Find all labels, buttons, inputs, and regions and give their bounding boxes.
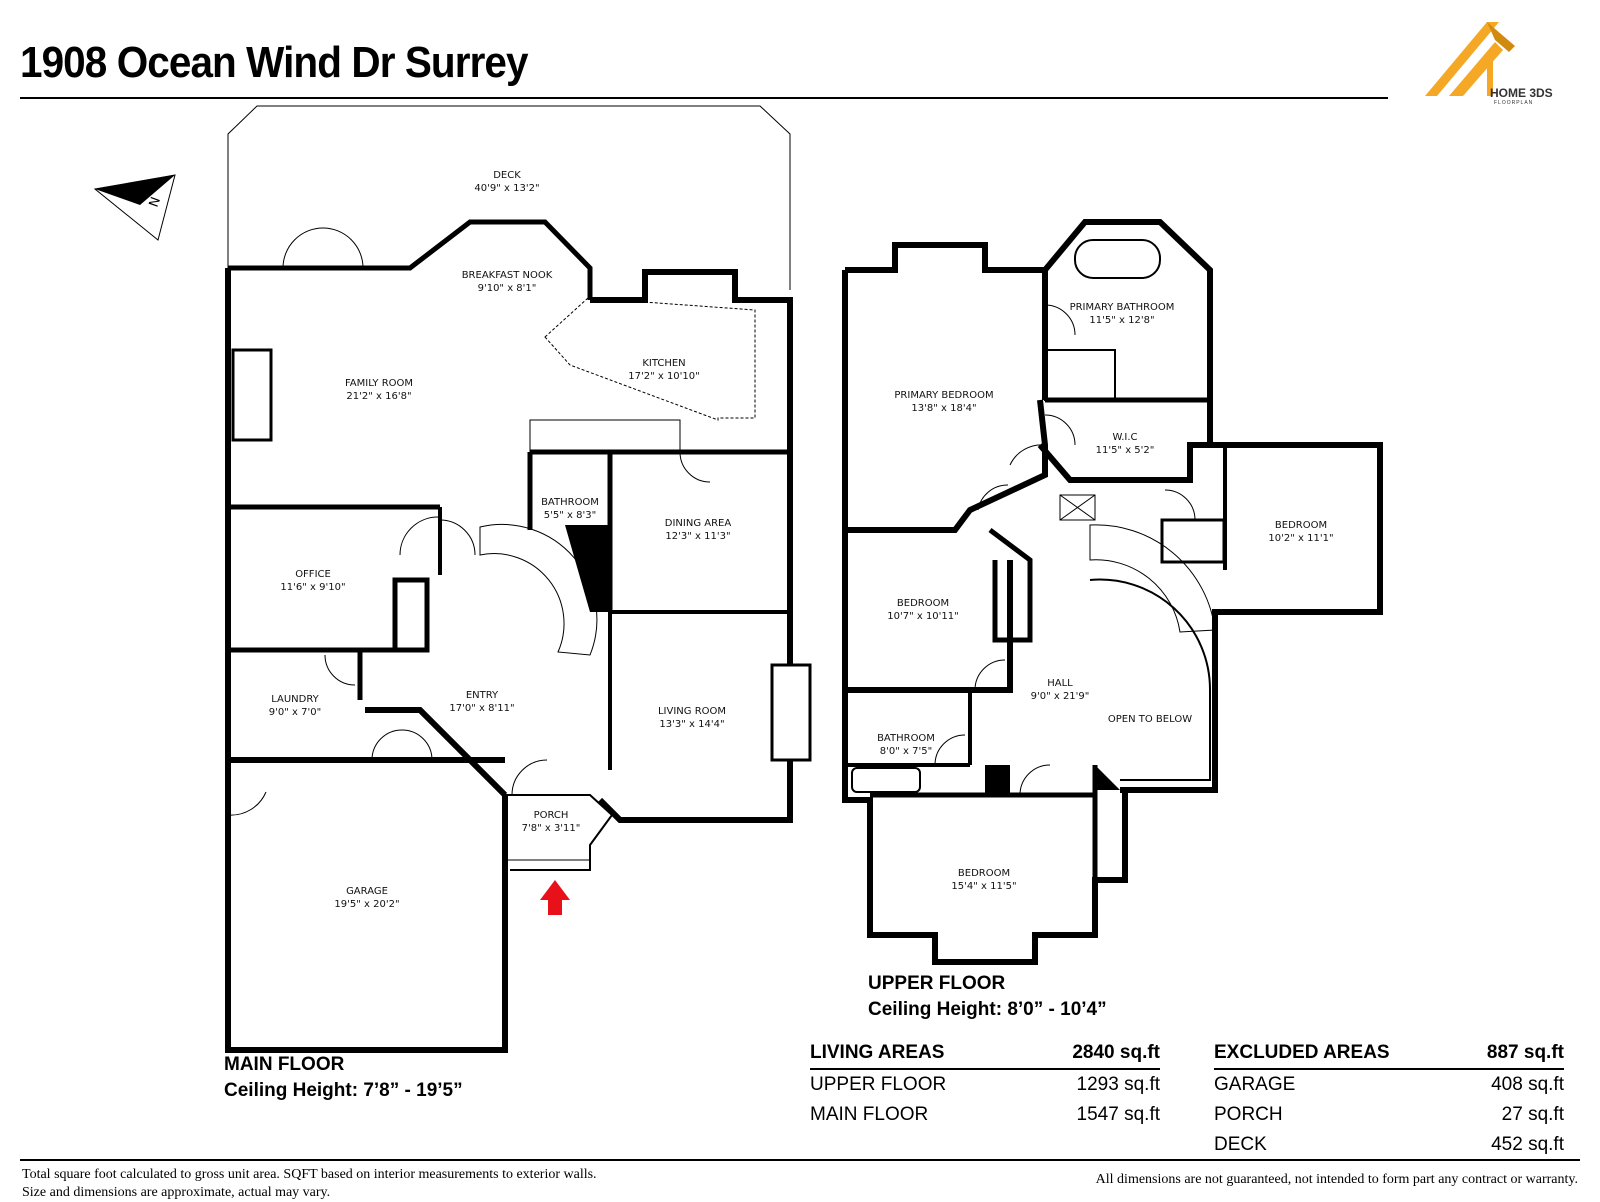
room-name: HALL xyxy=(1047,678,1073,689)
room-name: LIVING ROOM xyxy=(658,706,726,717)
room-dims: 12'3" x 11'3" xyxy=(665,531,730,542)
room-dims: 9'10" x 8'1" xyxy=(478,283,537,294)
excluded-areas-table: EXCLUDED AREAS 887 sq.ft GARAGE 408 sq.f… xyxy=(1214,1038,1564,1160)
upper-floor-room-labels: PRIMARY BATHROOM 11'5" x 12'8" PRIMARY B… xyxy=(877,302,1334,892)
room-name: LAUNDRY xyxy=(271,694,319,705)
room-name: ENTRY xyxy=(466,690,499,701)
table-row: GARAGE 408 sq.ft xyxy=(1214,1070,1564,1100)
page-title: 1908 Ocean Wind Dr Surrey xyxy=(20,38,529,87)
room-name: FAMILY ROOM xyxy=(345,378,413,389)
main-floor-ceiling: Ceiling Height: 7’8” - 19’5” xyxy=(224,1080,463,1101)
main-floor-room-labels: DECK 40'9" x 13'2" BREAKFAST NOOK 9'10" … xyxy=(269,170,732,910)
room-dims: 11'5" x 5'2" xyxy=(1096,445,1155,456)
table-header-label: LIVING AREAS xyxy=(810,1042,945,1063)
table-header-row: EXCLUDED AREAS 887 sq.ft xyxy=(1214,1038,1564,1070)
room-name: PRIMARY BATHROOM xyxy=(1070,302,1175,313)
room-dims: 8'0" x 7'5" xyxy=(880,746,932,757)
room-name: OPEN TO BELOW xyxy=(1108,714,1192,725)
area-label: MAIN FLOOR xyxy=(810,1104,929,1125)
compass-n: N xyxy=(147,195,164,209)
room-dims: 7'8" x 3'11" xyxy=(522,823,581,834)
room-name: KITCHEN xyxy=(642,358,685,369)
room-dims: 21'2" x 16'8" xyxy=(346,391,411,402)
room-name: PRIMARY BEDROOM xyxy=(894,390,993,401)
room-name: DECK xyxy=(493,170,521,181)
table-row: MAIN FLOOR 1547 sq.ft xyxy=(810,1100,1160,1130)
room-dims: 17'0" x 8'11" xyxy=(449,703,514,714)
area-value: 27 sq.ft xyxy=(1501,1104,1564,1125)
footer-divider xyxy=(20,1159,1580,1161)
room-name: W.I.C xyxy=(1112,432,1137,443)
room-dims: 9'0" x 7'0" xyxy=(269,707,321,718)
room-dims: 10'7" x 10'11" xyxy=(887,611,959,622)
room-name: GARAGE xyxy=(346,886,388,897)
area-label: UPPER FLOOR xyxy=(810,1074,947,1095)
room-dims: 10'2" x 11'1" xyxy=(1268,533,1333,544)
room-name: PORCH xyxy=(534,810,569,821)
upper-floor-plan xyxy=(842,219,1383,965)
room-name: DINING AREA xyxy=(665,518,732,529)
room-dims: 11'5" x 12'8" xyxy=(1089,315,1154,326)
room-dims: 5'5" x 8'3" xyxy=(544,510,596,521)
room-name: BEDROOM xyxy=(897,598,949,609)
room-name: BEDROOM xyxy=(1275,520,1327,531)
table-header-label: EXCLUDED AREAS xyxy=(1214,1042,1390,1063)
area-value: 408 sq.ft xyxy=(1491,1074,1564,1095)
table-row: DECK 452 sq.ft xyxy=(1214,1130,1564,1160)
footer-disclaimer-left: Total square foot calculated to gross un… xyxy=(22,1166,597,1202)
upper-floor-title: UPPER FLOOR xyxy=(868,973,1006,994)
room-dims: 13'8" x 18'4" xyxy=(911,403,976,414)
room-name: BEDROOM xyxy=(958,868,1010,879)
area-value: 1547 sq.ft xyxy=(1076,1104,1160,1125)
area-label: DECK xyxy=(1214,1134,1267,1155)
room-dims: 11'6" x 9'10" xyxy=(280,582,345,593)
footer-line-2: Size and dimensions are approximate, act… xyxy=(22,1185,331,1200)
room-name: BATHROOM xyxy=(541,497,599,508)
table-header-value: 887 sq.ft xyxy=(1486,1042,1564,1063)
footer-disclaimer-right: All dimensions are not guaranteed, not i… xyxy=(1095,1172,1578,1187)
room-dims: 17'2" x 10'10" xyxy=(628,371,700,382)
main-floor-caption: MAIN FLOOR Ceiling Height: 7’8” - 19’5” xyxy=(224,1052,463,1104)
room-dims: 9'0" x 21'9" xyxy=(1031,691,1090,702)
room-dims: 40'9" x 13'2" xyxy=(474,183,539,194)
area-label: GARAGE xyxy=(1214,1074,1296,1095)
area-value: 1293 sq.ft xyxy=(1076,1074,1160,1095)
upper-floor-ceiling: Ceiling Height: 8’0” - 10’4” xyxy=(868,999,1107,1020)
area-value: 452 sq.ft xyxy=(1491,1134,1564,1155)
table-row: UPPER FLOOR 1293 sq.ft xyxy=(810,1070,1160,1100)
room-dims: 13'3" x 14'4" xyxy=(659,719,724,730)
logo-text: HOME 3DS xyxy=(1490,86,1553,100)
room-name: OFFICE xyxy=(295,569,331,580)
room-name: BREAKFAST NOOK xyxy=(462,270,553,281)
main-floor-plan xyxy=(225,105,812,1053)
table-row: PORCH 27 sq.ft xyxy=(1214,1100,1564,1130)
living-areas-table: LIVING AREAS 2840 sq.ft UPPER FLOOR 1293… xyxy=(810,1038,1160,1130)
compass-icon: N xyxy=(93,174,176,241)
entry-arrow-icon xyxy=(540,880,570,915)
footer-line-1: Total square foot calculated to gross un… xyxy=(22,1167,597,1182)
room-dims: 19'5" x 20'2" xyxy=(334,899,399,910)
table-header-value: 2840 sq.ft xyxy=(1072,1042,1160,1063)
room-dims: 15'4" x 11'5" xyxy=(951,881,1016,892)
room-name: BATHROOM xyxy=(877,733,935,744)
logo-subtext: FLOORPLAN xyxy=(1494,100,1534,106)
main-floor-title: MAIN FLOOR xyxy=(224,1054,345,1075)
area-label: PORCH xyxy=(1214,1104,1283,1125)
home3ds-logo xyxy=(1425,22,1515,96)
title-divider xyxy=(20,97,1388,99)
table-header-row: LIVING AREAS 2840 sq.ft xyxy=(810,1038,1160,1070)
upper-floor-caption: UPPER FLOOR Ceiling Height: 8’0” - 10’4” xyxy=(868,971,1107,1023)
